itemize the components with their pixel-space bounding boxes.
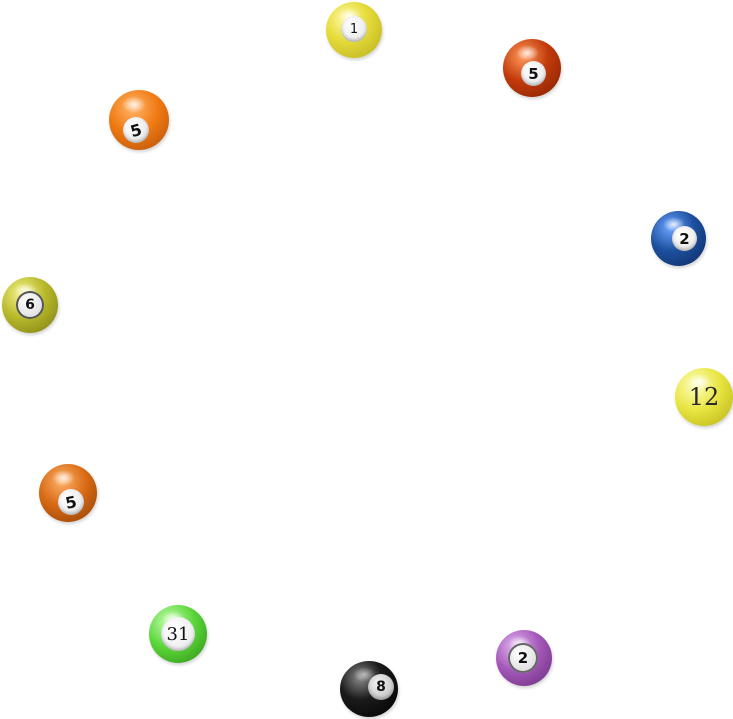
billiard-ball-8-black: 8	[340, 661, 398, 717]
billiard-ball-12-yellow: 12	[675, 368, 733, 426]
billiard-ball-5-orange: 5	[109, 90, 169, 150]
billiard-ball-6-olive: 6	[2, 277, 58, 333]
ball-number-label: 8	[368, 674, 394, 700]
ball-number-label: 31	[161, 617, 195, 651]
ball-number-label: 5	[55, 486, 87, 518]
ball-number-label: 5	[521, 61, 546, 86]
ball-number-label: 6	[16, 291, 44, 319]
ball-number-label: 2	[508, 643, 538, 673]
billiard-ball-2-purple: 2	[496, 630, 552, 686]
ball-number-label: 5	[120, 114, 152, 146]
billiard-ball-31-green: 31	[149, 605, 207, 663]
billiard-ball-5-dark-orange: 5	[503, 39, 561, 97]
ball-number-label: 1	[341, 16, 367, 42]
ball-number-label: 2	[672, 226, 697, 251]
billiard-ball-1: 1	[326, 2, 382, 58]
billiard-ball-5-orange-brown: 5	[39, 464, 97, 522]
billiard-ball-2-blue: 2	[651, 211, 706, 266]
ball-number-label: 12	[688, 383, 720, 411]
